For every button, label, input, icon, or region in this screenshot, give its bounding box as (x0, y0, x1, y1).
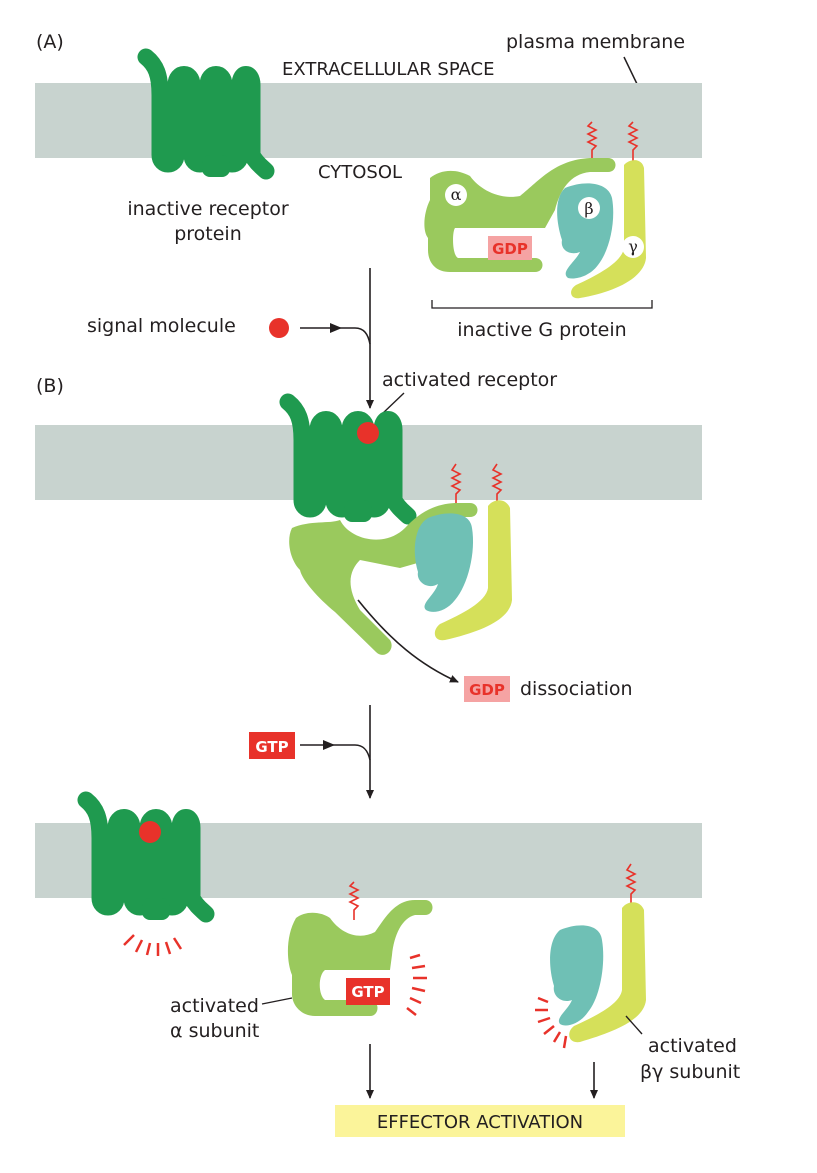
gdp-label-b: GDP (469, 681, 505, 699)
activated-alpha-label-2: α subunit (170, 1020, 259, 1042)
gtp-box-alpha (346, 978, 390, 1005)
inactive-receptor-label-2: protein (174, 223, 242, 245)
g-alpha-subunit-activated (287, 900, 433, 1016)
plasma-membrane-leader (623, 56, 639, 87)
gdp-dissociation-label: dissociation (520, 678, 633, 700)
gdp-box-a (488, 236, 532, 260)
g-protein-bracket (431, 300, 653, 309)
activated-receptor-leader (381, 392, 405, 415)
bound-signal-molecule-c-icon (139, 821, 161, 843)
activated-receptor-icon (288, 402, 408, 522)
activated-receptor-label: activated receptor (382, 369, 557, 391)
gdp-release-arrow (357, 599, 459, 683)
extracellular-space-label: EXTRACELLULAR SPACE (282, 59, 494, 80)
lipid-anchor-gamma-c-icon (625, 863, 637, 904)
signal-molecule-icon (269, 318, 289, 338)
lipid-anchor-alpha-c-icon (348, 881, 360, 920)
gdp-box-b (464, 676, 510, 702)
activated-by-label-2: βγ subunit (640, 1061, 740, 1083)
panel-b-label: (B) (36, 375, 64, 397)
activated-by-label-1: activated (648, 1035, 737, 1057)
membrane-a (35, 83, 702, 158)
g-gamma-subunit-b (434, 500, 512, 641)
gamma-symbol: γ (628, 237, 638, 256)
activated-by-leader (625, 1015, 643, 1035)
signal-arrowhead-icon (330, 323, 342, 333)
effector-activation-box (335, 1105, 625, 1137)
bound-signal-molecule-icon (357, 422, 379, 444)
activated-receptor-c-icon (86, 800, 206, 920)
g-beta-subunit-activated (550, 925, 604, 1026)
g-gamma-subunit-a (571, 160, 646, 299)
signal-molecule-label: signal molecule (87, 315, 236, 337)
gtp-label-alpha: GTP (351, 983, 384, 1001)
lipid-anchor-alpha-icon (586, 121, 598, 158)
beta-badge (578, 197, 600, 219)
gtp-label-input: GTP (255, 738, 288, 756)
gtp-arrowhead-icon (323, 740, 335, 750)
alpha-badge (445, 184, 467, 206)
beta-gamma-activity-rays-icon (535, 996, 568, 1049)
gtp-arrow (300, 744, 371, 761)
lipid-anchor-gamma-icon (627, 121, 639, 162)
alpha-activity-rays-icon (406, 953, 427, 1016)
g-gamma-subunit-activated (569, 902, 646, 1043)
g-alpha-subunit-a (424, 158, 616, 272)
signal-arrow (300, 327, 371, 345)
plasma-membrane-label: plasma membrane (506, 31, 685, 53)
lipid-anchor-alpha-b-icon (450, 463, 462, 506)
panel-a-label: (A) (36, 31, 64, 53)
inactive-receptor-icon (146, 57, 266, 177)
activated-alpha-label-1: activated (170, 995, 259, 1017)
effector-activation-label: EFFECTOR ACTIVATION (377, 1112, 583, 1133)
alpha-symbol: α (451, 185, 462, 204)
activated-alpha-leader (261, 997, 293, 1005)
g-beta-subunit-b (414, 513, 474, 612)
inactive-g-protein: α GDP β γ (424, 121, 646, 299)
gdp-label-a: GDP (492, 240, 528, 258)
beta-symbol: β (584, 199, 593, 218)
gamma-badge (622, 236, 644, 258)
lipid-anchor-gamma-b-icon (491, 463, 503, 506)
receptor-activity-rays-icon (123, 934, 183, 956)
cytosol-label: CYTOSOL (318, 162, 402, 183)
inactive-receptor-label-1: inactive receptor (127, 198, 288, 220)
gtp-box-input (249, 732, 295, 759)
inactive-g-protein-label: inactive G protein (457, 319, 626, 341)
